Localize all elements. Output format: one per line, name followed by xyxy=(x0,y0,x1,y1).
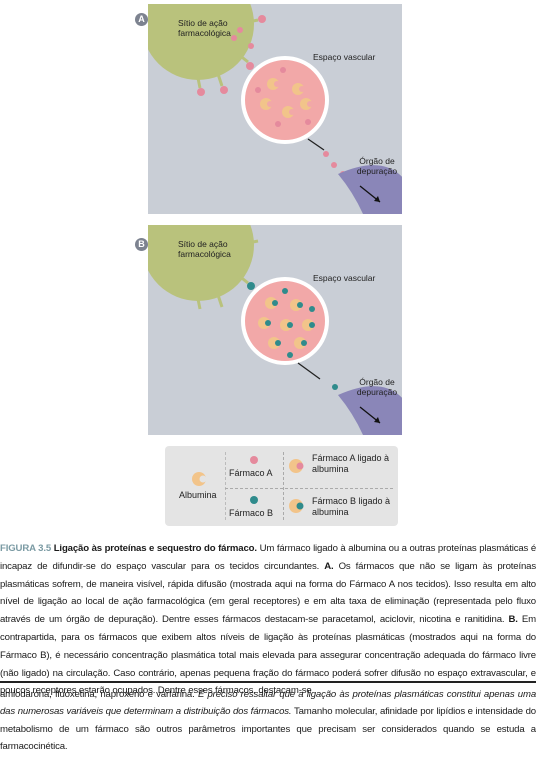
receptors xyxy=(196,239,259,310)
panel-a-diagram: Sítio de ação farmacológica Espaço vascu… xyxy=(148,4,402,214)
diffusion-arrow xyxy=(297,362,321,380)
legend-symbols xyxy=(192,456,304,513)
legend-drug-b-label: Fármaco B xyxy=(229,508,274,518)
vascular-space-label: Espaço vascular xyxy=(313,52,376,62)
clearance-organ-label: Órgão de depuração xyxy=(356,377,398,397)
continuation-remainder: Tamanho molecular, afinidade por lipídio… xyxy=(0,706,536,753)
figure-title: Ligação às proteínas e sequestro do fárm… xyxy=(53,543,257,554)
legend-albumin-label: Albumina xyxy=(179,490,217,500)
legend-drug-a-label: Fármaco A xyxy=(229,468,273,478)
receptors xyxy=(196,18,259,89)
panel-b-illustration xyxy=(148,225,402,435)
diffusion-arrow xyxy=(307,138,325,151)
clearance-organ xyxy=(338,165,402,214)
drug-a-icon xyxy=(250,456,258,464)
arrowhead-icon xyxy=(374,417,380,423)
bound-drug-a-at-receptors xyxy=(197,15,266,96)
free-drug-b-particles xyxy=(282,288,338,390)
caption-marker-a: A. xyxy=(324,560,334,572)
site-of-action-label: Sítio de ação farmacológica xyxy=(178,18,231,38)
clearance-organ-label: Órgão de depuração xyxy=(356,156,398,176)
continuation-emphasis: É preciso ressaltar que a ligação às pro… xyxy=(0,689,536,718)
continuation-drugs: amiodarona, fluoxetina, naproxeno e varf… xyxy=(0,689,195,700)
panel-a-illustration xyxy=(148,4,402,214)
caption-part-a: Os fármacos que não se ligam às proteína… xyxy=(0,560,536,626)
panel-b-badge: B xyxy=(135,238,148,251)
vascular-space-label: Espaço vascular xyxy=(313,273,376,283)
albumin-icon xyxy=(192,472,207,486)
site-of-action-label: Sítio de ação farmacológica xyxy=(178,239,231,259)
panel-b-diagram: Sítio de ação farmacológica Espaço vascu… xyxy=(148,225,402,435)
figure-legend: Albumina Fármaco A Fármaco B Fármaco A l… xyxy=(165,446,398,526)
caption-continuation: amiodarona, fluoxetina, naproxeno e varf… xyxy=(0,686,536,756)
clearance-organ xyxy=(338,386,402,435)
drug-b-icon xyxy=(250,496,258,504)
bound-drug-b-at-receptor xyxy=(247,282,255,290)
legend-drug-a-bound-label: Fármaco A ligado à albumina xyxy=(312,453,390,474)
arrowhead-icon xyxy=(374,196,380,202)
caption-intro: Um fármaco ligado à albumina ou a outras… xyxy=(0,543,536,572)
site-of-action-cell xyxy=(148,225,254,301)
drug-a-bound-icon xyxy=(289,459,304,473)
panel-a-badge: A xyxy=(135,13,148,26)
site-of-action-cell xyxy=(148,4,254,80)
section-divider xyxy=(0,681,536,683)
caption-part-b: Em contrapartida, para os fármacos que e… xyxy=(0,614,536,697)
drug-b-bound-icon xyxy=(289,499,304,513)
albumin-bound-complexes-b xyxy=(258,297,315,349)
albumin-bound-complexes-a xyxy=(260,78,313,118)
figure-caption: FIGURA 3.5 Ligação às proteínas e seques… xyxy=(0,540,536,700)
legend-drug-b-bound-label: Fármaco B ligado à albumina xyxy=(312,496,391,517)
caption-marker-b: B. xyxy=(508,614,518,626)
figure-number: FIGURA 3.5 xyxy=(0,543,52,554)
